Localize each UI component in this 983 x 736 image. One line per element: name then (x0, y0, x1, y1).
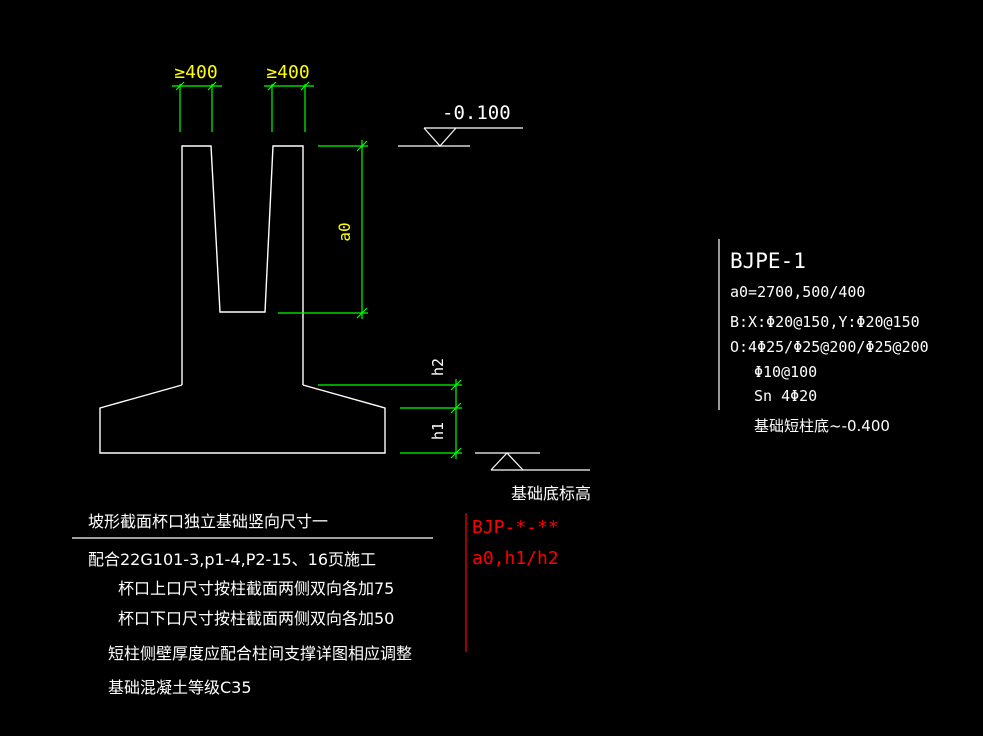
note-line: 杯口下口尺寸按柱截面两侧双向各加50 (118, 609, 394, 628)
notes-title: 坡形截面杯口独立基础竖向尺寸一 (88, 512, 328, 531)
spec-name: BJPE-1 (730, 249, 806, 273)
note-line: 杯口上口尺寸按柱截面两侧双向各加75 (118, 579, 394, 598)
elevation-top-marker (398, 127, 523, 147)
height-dimensions (318, 379, 462, 459)
dim-slope-height: h2 (429, 358, 447, 376)
elevation-top-label: -0.100 (442, 102, 511, 124)
note-line: 配合22G101-3,p1-4,P2-15、16页施工 (88, 550, 376, 569)
dim-top-width-left: ≥400 (174, 62, 217, 83)
slope-and-base (99, 384, 386, 454)
spec-bottom-rebar: B:X:Φ20@150,Y:Φ20@150 (730, 313, 920, 331)
spec-cup-rebar: O:4Φ25/Φ25@200/Φ25@200 (730, 338, 929, 356)
cup-wall-left (181, 145, 304, 385)
dim-top-width-right: ≥400 (266, 62, 309, 83)
spec-depths: a0=2700,500/400 (730, 283, 865, 301)
top-width-dimensions (172, 81, 314, 132)
spec-block: BJPE-1 a0=2700,500/400 B:X:Φ20@150,Y:Φ20… (730, 249, 929, 435)
annotation-code: BJP-*-** (472, 517, 559, 538)
notes-lines: 配合22G101-3,p1-4,P2-15、16页施工 杯口上口尺寸按柱截面两侧… (88, 550, 412, 697)
elevation-bottom-marker (475, 452, 590, 471)
elevation-bottom-label: 基础底标高 (511, 484, 591, 503)
cup-depth-dimension (278, 140, 368, 319)
annotation-params: a0,h1/h2 (472, 548, 559, 569)
spec-short-column-bottom: 基础短柱底~-0.400 (754, 417, 890, 435)
dim-base-height: h1 (429, 422, 447, 440)
note-line: 基础混凝土等级C35 (108, 678, 252, 697)
spec-stirrup: Φ10@100 (754, 363, 817, 381)
dim-cup-depth: a0 (335, 222, 354, 241)
foundation-outline (99, 145, 386, 454)
note-line: 短柱侧壁厚度应配合柱间支撑详图相应调整 (108, 644, 412, 663)
spec-sn-rebar: Sn 4Φ20 (754, 387, 817, 405)
